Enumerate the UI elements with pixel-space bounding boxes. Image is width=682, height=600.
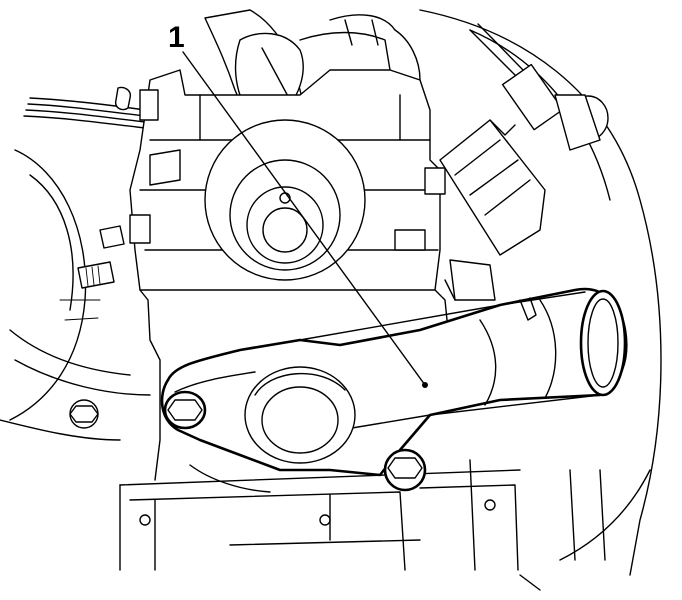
sensor-connector-right (439, 23, 609, 256)
background-engine-outline (0, 9, 662, 591)
leader-dot (422, 382, 428, 388)
wire-harness-left (23, 86, 146, 129)
thermostat-housing (160, 287, 628, 477)
callout-1: 1 (168, 21, 428, 388)
housing-bolt-left (163, 390, 207, 430)
engine-block-lower (119, 259, 521, 571)
callout-label-1: 1 (168, 21, 185, 54)
housing-bolt-lower (383, 448, 427, 492)
mounting-bolts-left (69, 225, 125, 429)
cylinder-head (129, 69, 446, 291)
leader-line (182, 51, 426, 386)
